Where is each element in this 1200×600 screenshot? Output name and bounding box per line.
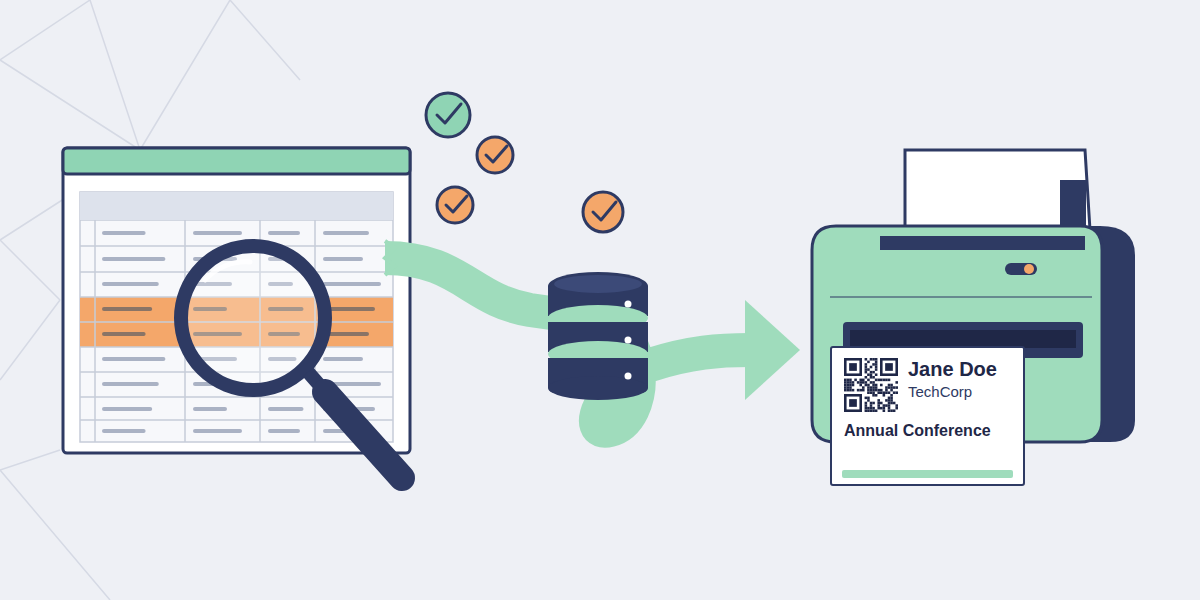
spreadsheet-part-part xyxy=(270,407,302,411)
database-part xyxy=(625,301,632,308)
spreadsheet-part-part xyxy=(195,231,240,235)
spreadsheet-part-part xyxy=(195,407,225,411)
magnifying-glass xyxy=(181,246,402,478)
badge-text-column: Jane DoeTechCorp xyxy=(908,358,997,401)
spreadsheet-part-part xyxy=(325,257,361,261)
spreadsheet-part-part xyxy=(104,357,163,361)
spreadsheet-part-part xyxy=(325,282,379,286)
spreadsheet-part-part xyxy=(104,382,157,386)
flow-band-part xyxy=(385,241,395,275)
name-badge: Jane DoeTechCorpAnnual Conference xyxy=(830,346,1025,486)
qr-holder xyxy=(844,358,898,412)
label-printer-part xyxy=(1005,263,1037,275)
check-badges-part xyxy=(593,202,616,220)
spreadsheet xyxy=(63,148,410,453)
spreadsheet-part-part xyxy=(104,407,150,411)
flow-band-part xyxy=(385,258,750,431)
spreadsheet-part-part xyxy=(104,332,144,336)
check-badges-part xyxy=(437,104,461,123)
database-part xyxy=(554,275,642,293)
check-badges-part xyxy=(583,192,623,232)
event-name: Annual Conference xyxy=(844,422,1011,440)
magnifying-glass-part xyxy=(181,246,325,390)
database-part xyxy=(625,337,632,344)
label-printer-part xyxy=(830,296,1092,298)
badge-stripe xyxy=(842,470,1013,478)
spreadsheet-part-part xyxy=(104,231,144,235)
spreadsheet-part-part xyxy=(104,257,163,261)
spreadsheet-part-part xyxy=(104,429,144,433)
spreadsheet-part-part xyxy=(195,429,240,433)
check-badges-part xyxy=(426,93,470,137)
spreadsheet-part xyxy=(63,148,410,174)
spreadsheet-part-part xyxy=(94,192,96,442)
check-badges-part xyxy=(446,196,467,212)
label-printer-part xyxy=(880,236,1085,250)
magnifying-glass-part xyxy=(205,262,250,280)
spreadsheet-part-part xyxy=(104,282,157,286)
spreadsheet-part-part xyxy=(104,307,150,311)
flow-band xyxy=(385,241,800,431)
magnifying-glass-part xyxy=(325,392,402,478)
label-printer-part xyxy=(1024,264,1034,274)
badge-header: Jane DoeTechCorp xyxy=(844,358,1011,412)
company-name: TechCorp xyxy=(908,383,997,401)
database-part xyxy=(625,373,632,380)
spreadsheet-part-part xyxy=(325,357,361,361)
spreadsheet-part-part xyxy=(325,307,373,311)
database xyxy=(548,272,648,400)
database-part xyxy=(548,376,648,400)
spreadsheet-part-part xyxy=(325,332,367,336)
spreadsheet-part xyxy=(63,148,410,453)
spreadsheet-part-part xyxy=(325,231,367,235)
spreadsheet-part-part xyxy=(270,429,298,433)
check-badges-part xyxy=(486,146,507,162)
attendee-name: Jane Doe xyxy=(908,358,997,381)
spreadsheet-part xyxy=(80,192,393,220)
spreadsheet-part-part xyxy=(270,231,298,235)
flow-band-part xyxy=(745,300,800,400)
check-badges xyxy=(426,93,623,232)
qr-code xyxy=(844,358,898,412)
check-badges-part xyxy=(477,137,513,173)
check-badges-part xyxy=(437,187,473,223)
